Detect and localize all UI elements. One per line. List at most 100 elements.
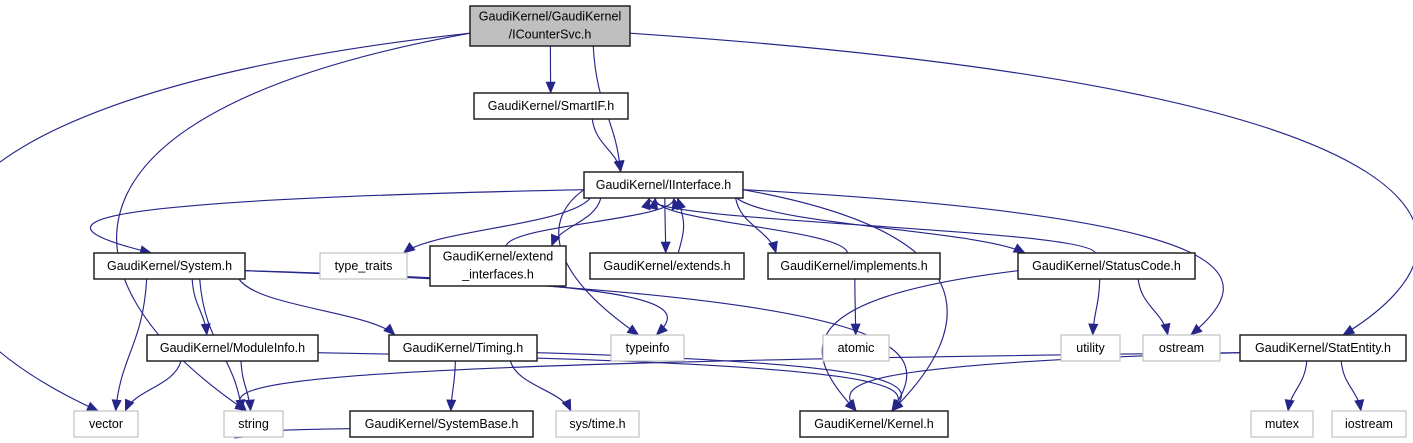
edge-arrowhead [550, 233, 561, 247]
node-typeinfo[interactable]: typeinfo [610, 334, 685, 362]
node-extend_interfaces[interactable]: GaudiKernel/extend_interfaces.h [429, 245, 567, 287]
node-label-icountersvc-line1: GaudiKernel/GaudiKernel [479, 9, 621, 23]
edge-arrowhead [402, 242, 416, 254]
node-label-typeinfo: typeinfo [626, 341, 670, 355]
node-label-kernel: GaudiKernel/Kernel.h [814, 417, 934, 431]
edge-arrowhead [1190, 323, 1203, 336]
edge-implements-to-iinterface [654, 197, 849, 254]
node-box-statuscode[interactable] [1017, 252, 1196, 280]
edge-arrowhead [1012, 243, 1026, 254]
edge-system-to-kernel [244, 270, 908, 412]
node-label-ostream: ostream [1159, 341, 1204, 355]
node-atomic[interactable]: atomic [822, 334, 890, 362]
edge-statuscode-to-kernel [821, 270, 1019, 412]
node-extends[interactable]: GaudiKernel/extends.h [589, 252, 745, 280]
edge-arrowhead [768, 240, 778, 254]
edge-iinterface-to-statuscode [736, 197, 1026, 254]
edge-arrowhead [561, 398, 572, 412]
edge-arrowhead [383, 323, 396, 336]
node-label-statuscode: GaudiKernel/StatusCode.h [1032, 259, 1181, 273]
edge-icountersvc-to-statentity [629, 32, 1413, 336]
node-box-iostream[interactable] [1331, 410, 1407, 438]
node-iinterface[interactable]: GaudiKernel/IInterface.h [583, 171, 744, 199]
node-label-extends: GaudiKernel/extends.h [603, 259, 730, 273]
node-box-type_traits[interactable] [319, 252, 408, 280]
edge-layer [0, 32, 1413, 439]
edge-arrowhead [660, 241, 671, 254]
node-box-system[interactable] [93, 252, 246, 280]
node-mutex[interactable]: mutex [1250, 410, 1314, 438]
node-box-atomic[interactable] [822, 334, 890, 362]
node-box-string[interactable] [223, 410, 284, 438]
node-implements[interactable]: GaudiKernel/implements.h [767, 252, 941, 280]
node-box-timing[interactable] [388, 334, 538, 362]
node-box-mutex[interactable] [1250, 410, 1314, 438]
edge-moduleinfo-to-vector [124, 360, 182, 412]
node-iostream[interactable]: iostream [1331, 410, 1407, 438]
node-layer: GaudiKernel/GaudiKernel/ICounterSvc.hGau… [73, 5, 1407, 438]
edge-arrowhead [845, 398, 857, 412]
node-utility[interactable]: utility [1060, 334, 1121, 362]
node-vector[interactable]: vector [73, 410, 139, 438]
node-label-timing: GaudiKernel/Timing.h [403, 341, 523, 355]
node-timing[interactable]: GaudiKernel/Timing.h [388, 334, 538, 362]
edge-timing-to-systime [509, 360, 572, 412]
edge-arrowhead [1354, 399, 1365, 412]
node-type_traits[interactable]: type_traits [319, 252, 408, 280]
edge-arrowhead [1160, 322, 1171, 336]
edge-arrowhead [613, 159, 624, 173]
node-string[interactable]: string [223, 410, 284, 438]
edge-iinterface-to-system [90, 189, 585, 254]
node-moduleinfo[interactable]: GaudiKernel/ModuleInfo.h [146, 334, 319, 362]
node-box-kernel[interactable] [799, 410, 949, 438]
edge-extend_interfaces-to-iinterface [505, 197, 675, 247]
edge-arrowhead [446, 399, 457, 412]
node-box-extend_interfaces[interactable] [429, 245, 567, 287]
node-system[interactable]: GaudiKernel/System.h [93, 252, 246, 280]
node-box-implements[interactable] [767, 252, 941, 280]
node-systembase[interactable]: GaudiKernel/SystemBase.h [349, 410, 534, 438]
node-label-systembase: GaudiKernel/SystemBase.h [365, 417, 519, 431]
node-ostream[interactable]: ostream [1142, 334, 1221, 362]
edge-iinterface-to-ostream [742, 189, 1224, 336]
node-box-extends[interactable] [589, 252, 745, 280]
node-label-icountersvc-line2: /ICounterSvc.h [509, 27, 592, 41]
node-icountersvc[interactable]: GaudiKernel/GaudiKernel/ICounterSvc.h [469, 5, 631, 47]
node-box-utility[interactable] [1060, 334, 1121, 362]
node-box-statentity[interactable] [1239, 334, 1407, 362]
node-label-extend_interfaces-line1: GaudiKernel/extend [443, 249, 554, 263]
edge-arrowhead [1088, 323, 1099, 336]
node-label-iinterface: GaudiKernel/IInterface.h [596, 178, 732, 192]
edge-arrowhead [111, 399, 122, 412]
node-box-icountersvc[interactable] [469, 5, 631, 47]
edge-arrowhead [85, 401, 100, 412]
node-label-type_traits: type_traits [335, 259, 393, 273]
node-box-smartif[interactable] [473, 92, 629, 120]
edge-arrowhead [641, 197, 651, 211]
node-label-implements: GaudiKernel/implements.h [780, 259, 927, 273]
node-box-typeinfo[interactable] [610, 334, 685, 362]
edge-arrowhead [626, 324, 640, 336]
node-statuscode[interactable]: GaudiKernel/StatusCode.h [1017, 252, 1196, 280]
node-label-atomic: atomic [838, 341, 875, 355]
node-box-iinterface[interactable] [583, 171, 744, 199]
node-box-systembase[interactable] [349, 410, 534, 438]
edge-system-to-timing [238, 278, 396, 336]
node-box-vector[interactable] [73, 410, 139, 438]
node-box-ostream[interactable] [1142, 334, 1221, 362]
node-statentity[interactable]: GaudiKernel/StatEntity.h [1239, 334, 1407, 362]
edge-statuscode-to-iinterface [648, 197, 1096, 254]
node-label-vector: vector [89, 417, 123, 431]
node-label-mutex: mutex [1265, 417, 1300, 431]
node-systime[interactable]: sys/time.h [555, 410, 640, 438]
node-kernel[interactable]: GaudiKernel/Kernel.h [799, 410, 949, 438]
node-box-moduleinfo[interactable] [146, 334, 319, 362]
edge-arrowhead [891, 399, 904, 412]
edge-arrowhead [234, 399, 247, 412]
node-smartif[interactable]: GaudiKernel/SmartIF.h [473, 92, 629, 120]
node-box-systime[interactable] [555, 410, 640, 438]
edge-arrowhead [545, 81, 556, 94]
edge-arrowhead [1284, 399, 1295, 412]
